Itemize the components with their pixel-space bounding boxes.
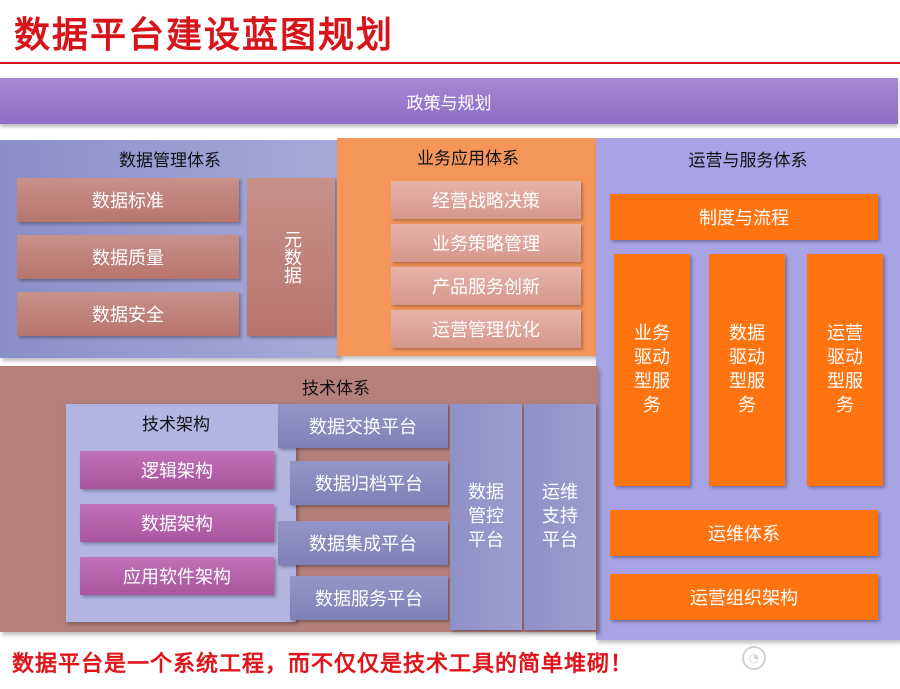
platform-integration: 数据集成平台 [278,521,448,565]
ba-item-innovation: 产品服务创新 [391,267,581,305]
data-management-panel: 数据管理体系 数据标准 数据质量 数据安全 元数据 [0,140,340,358]
platform-service: 数据服务平台 [290,576,448,620]
arch-item-logical: 逻辑架构 [80,451,274,489]
metadata-box: 元数据 [247,178,335,336]
ops-col-operation: 运营驱动型服务 [807,254,883,486]
ops-col-business-label: 业务驱动型服务 [634,323,670,416]
dm-item-security: 数据安全 [17,292,239,336]
tech-title: 技术体系 [302,379,370,399]
platform-ops-support: 运维支持平台 [524,404,596,630]
arch-item-app-software: 应用软件架构 [80,557,274,595]
tech-arch-title: 技术架构 [142,415,210,435]
dm-item-quality: 数据质量 [17,235,239,279]
ops-service-panel: 运营与服务体系 制度与流程 业务驱动型服务 数据驱动型服务 运营驱动型服务 运维… [596,138,900,640]
ops-service-title: 运营与服务体系 [688,151,808,171]
platform-ops-support-label: 运维支持平台 [542,482,578,551]
ops-col-business: 业务驱动型服务 [614,254,690,486]
ba-item-policy: 业务策略管理 [391,224,581,262]
arch-item-data: 数据架构 [80,504,274,542]
platform-control: 数据管控平台 [450,404,522,630]
wechat-icon: ◔ [742,646,766,670]
business-app-title: 业务应用体系 [417,149,519,169]
watermark: ◔ [742,641,892,675]
ba-item-strategy: 经营战略决策 [391,181,581,219]
platform-control-label: 数据管控平台 [468,482,504,551]
platform-archive: 数据归档平台 [290,461,448,505]
title-divider [0,62,900,64]
page-title: 数据平台建设蓝图规划 [14,15,395,56]
footer-statement: 数据平台是一个系统工程，而不仅仅是技术工具的简单堆砌！ [12,652,634,677]
business-app-panel: 业务应用体系 经营战略决策 业务策略管理 产品服务创新 运营管理优化 [337,138,599,356]
ops-col-data: 数据驱动型服务 [709,254,785,486]
ba-item-optimization: 运营管理优化 [391,310,581,348]
ops-rules-process: 制度与流程 [610,194,878,240]
tech-arch-panel: 技术架构 逻辑架构 数据架构 应用软件架构 [66,404,296,622]
ops-col-operation-label: 运营驱动型服务 [827,323,863,416]
dm-item-standard: 数据标准 [17,178,239,222]
data-management-title: 数据管理体系 [119,151,221,171]
ops-col-data-label: 数据驱动型服务 [729,323,765,416]
platform-exchange: 数据交换平台 [278,404,448,448]
policy-bar: 政策与规划 [0,78,898,124]
ops-maintenance-system: 运维体系 [610,510,878,556]
ops-org-structure: 运营组织架构 [610,574,878,620]
